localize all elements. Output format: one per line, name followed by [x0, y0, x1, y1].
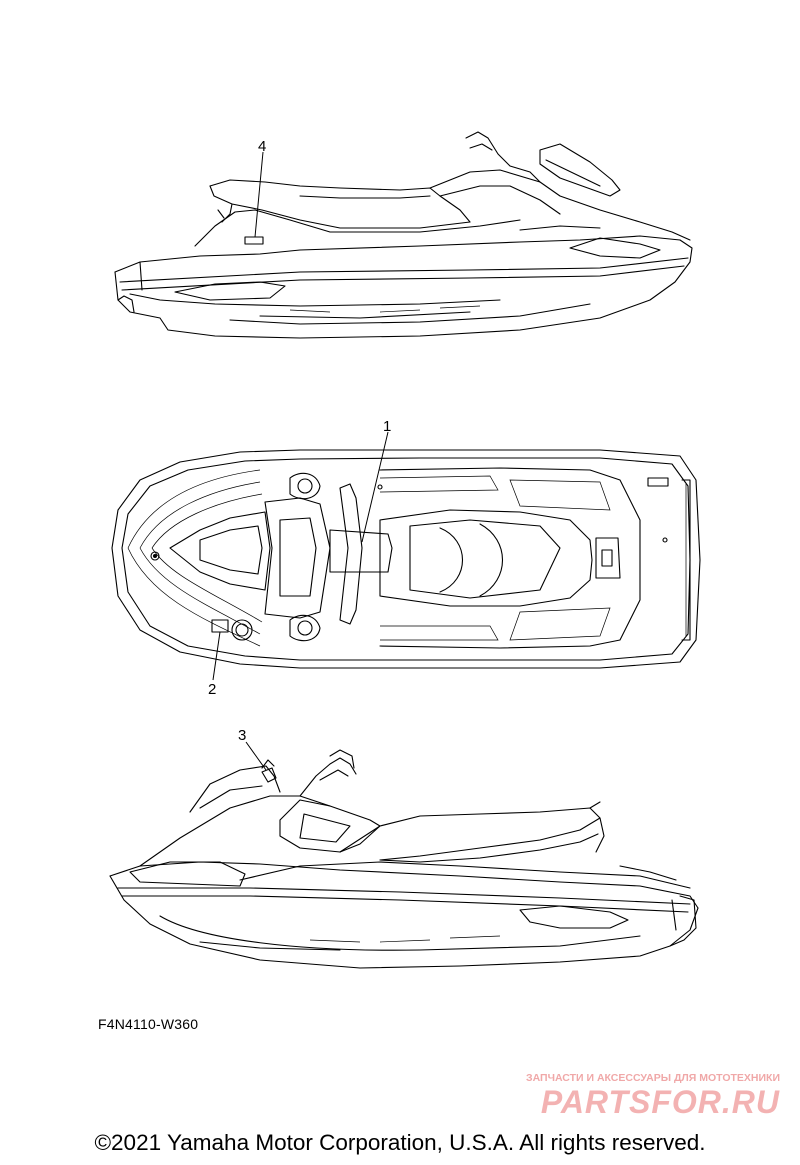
callout-2[interactable]: 2: [208, 681, 217, 698]
fuel-cap: [231, 619, 253, 641]
label-decal-3: [261, 767, 277, 783]
side-view-right: [114, 131, 693, 339]
copyright-notice: ©2021 Yamaha Motor Corporation, U.S.A. A…: [94, 1130, 706, 1155]
callout-4[interactable]: 4: [258, 138, 267, 155]
leader-line-4: [254, 151, 264, 238]
leader-line-3: [245, 741, 267, 771]
watermark-tagline: ЗАПЧАСТИ И АКСЕССУАРЫ ДЛЯ МОТОТЕХНИКИ: [526, 1072, 780, 1084]
watermark-logo: PARTSFOR.RU: [540, 1084, 780, 1120]
label-decal-2: [211, 619, 229, 633]
watermark: ЗАПЧАСТИ И АКСЕССУАРЫ ДЛЯ МОТОТЕХНИКИ PA…: [488, 1072, 780, 1120]
label-decal-4: [244, 236, 264, 245]
leader-line-1: [361, 431, 389, 543]
callout-1[interactable]: 1: [383, 418, 392, 435]
side-view-left: [109, 741, 699, 969]
leader-line-2: [212, 631, 221, 681]
diagram-code-label: F4N4110-W360: [98, 1016, 199, 1032]
callout-3[interactable]: 3: [238, 727, 247, 744]
top-view: [111, 431, 701, 681]
